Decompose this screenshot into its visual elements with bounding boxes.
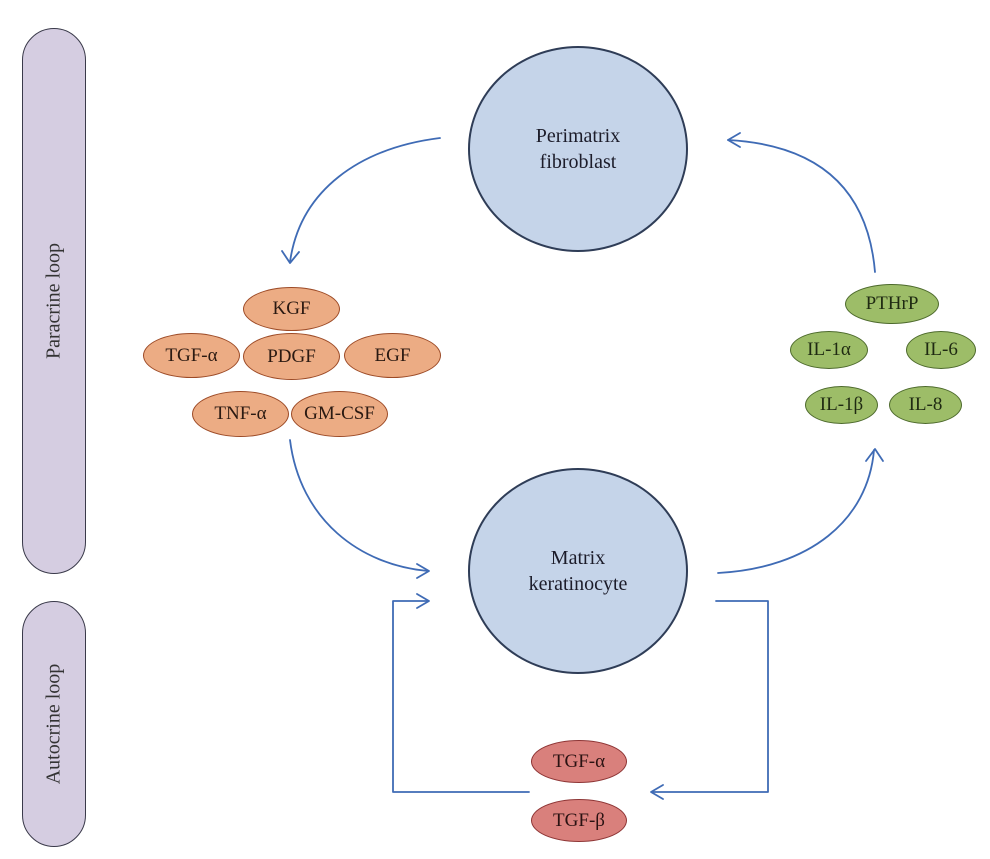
autocrine-factor-tgf-beta: TGF-β — [531, 799, 627, 842]
arrowhead-keratinocyte-to-green — [865, 448, 884, 462]
factor-pdgf: PDGF — [243, 333, 340, 380]
factor-pthrp: PTHrP — [845, 284, 939, 324]
arrowhead-factors-to-keratinocyte — [416, 563, 430, 579]
keratinocyte-label-line2: keratinocyte — [528, 573, 628, 595]
fibroblast-label-line2: fibroblast — [539, 151, 617, 173]
factor-egf: EGF — [344, 333, 441, 378]
perimatrix-fibroblast-cell: Perimatrix fibroblast — [468, 46, 688, 252]
factor-tnf-alpha: TNF-α — [192, 391, 289, 437]
arrow-autocrine-to-keratinocyte — [392, 600, 530, 793]
arrowhead-keratinocyte-to-autocrine — [650, 784, 664, 800]
matrix-keratinocyte-cell: Matrix keratinocyte — [468, 468, 688, 674]
factor-il-8: IL-8 — [889, 386, 962, 424]
factor-il-1-alpha: IL-1α — [790, 331, 868, 369]
factor-gm-csf: GM-CSF — [291, 391, 388, 437]
arrowhead-fibroblast-to-factors — [281, 250, 300, 264]
factor-il-6: IL-6 — [906, 331, 976, 369]
arrow-green-to-fibroblast — [727, 139, 876, 273]
keratinocyte-label-line1: Matrix — [550, 547, 606, 569]
arrowhead-autocrine-to-keratinocyte — [416, 593, 430, 609]
arrow-factors-to-keratinocyte — [289, 439, 429, 572]
arrow-keratinocyte-to-autocrine — [651, 600, 769, 793]
factor-kgf: KGF — [243, 287, 340, 331]
factor-il-1-beta: IL-1β — [805, 386, 878, 424]
factor-tgf-alpha: TGF-α — [143, 333, 240, 378]
arrow-keratinocyte-to-green — [717, 449, 875, 574]
fibroblast-label-line1: Perimatrix — [535, 125, 621, 147]
arrow-fibroblast-to-factors — [289, 137, 441, 263]
autocrine-factor-tgf-alpha: TGF-α — [531, 740, 627, 783]
arrowhead-green-to-fibroblast — [727, 132, 741, 148]
autocrine-loop-bar: Autocrine loop — [22, 601, 86, 847]
paracrine-loop-bar: Paracrine loop — [22, 28, 86, 574]
